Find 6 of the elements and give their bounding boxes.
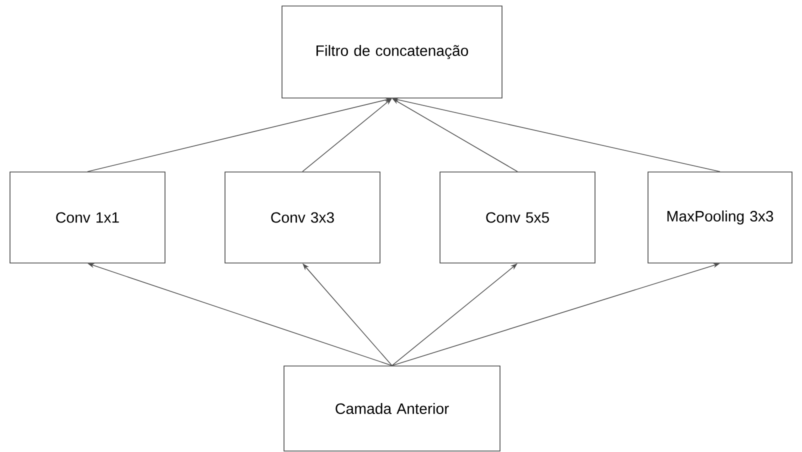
process-box: Conv 3x3 — [224, 172, 380, 264]
process-box: Camada Anterior — [284, 366, 500, 452]
process-box: MaxPooling 3x3 — [648, 172, 792, 264]
process-box: Filtro de concatenação — [282, 6, 502, 98]
process-box: Conv 5x5 — [440, 172, 596, 264]
process-box: Conv 1x1 — [10, 172, 166, 264]
